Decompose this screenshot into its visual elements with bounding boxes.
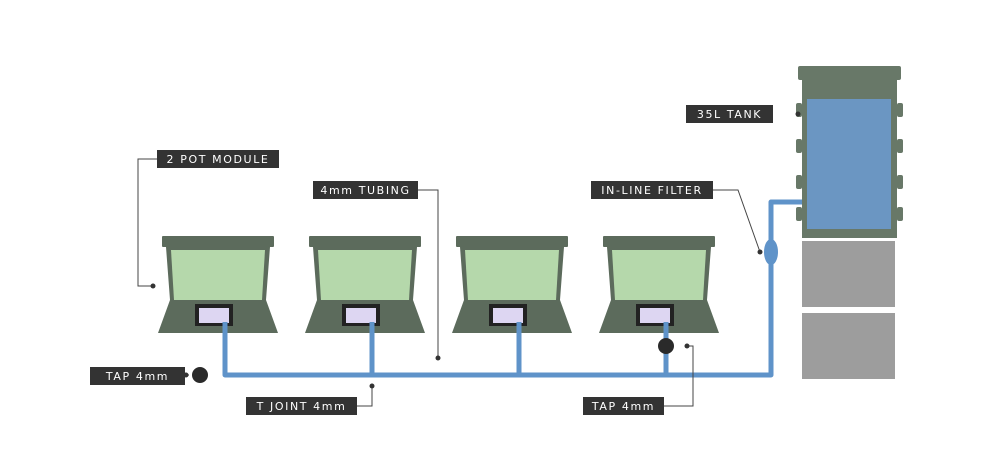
- label-tank: 35L TANK: [686, 105, 773, 123]
- tank-stand-upper: [802, 241, 895, 307]
- tap-right: [658, 338, 674, 354]
- svg-text:35L TANK: 35L TANK: [697, 108, 762, 121]
- svg-text:4mm TUBING: 4mm TUBING: [320, 184, 410, 197]
- label-inline-filter: IN-LINE FILTER: [591, 181, 713, 199]
- tank: [796, 66, 903, 238]
- tank-water: [807, 99, 891, 229]
- svg-text:T JOINT 4mm: T JOINT 4mm: [256, 400, 347, 413]
- pot-module-3: [452, 236, 572, 333]
- svg-text:2 POT MODULE: 2 POT MODULE: [167, 153, 270, 166]
- label-2-pot-module: 2 POT MODULE: [157, 150, 279, 168]
- pot-module-4: [599, 236, 719, 333]
- tank-stand-lower: [802, 313, 895, 379]
- pot-module-2: [305, 236, 425, 333]
- leader-lines: [137, 158, 761, 407]
- svg-text:IN-LINE FILTER: IN-LINE FILTER: [601, 184, 702, 197]
- svg-text:TAP 4mm: TAP 4mm: [105, 370, 169, 383]
- label-t-joint: T JOINT 4mm: [246, 397, 357, 415]
- label-tap-left: TAP 4mm: [90, 367, 185, 385]
- leader-dots: [150, 111, 801, 389]
- inline-filter: [764, 239, 778, 265]
- label-tap-right: TAP 4mm: [583, 397, 664, 415]
- tap-left: [192, 367, 208, 383]
- svg-text:TAP 4mm: TAP 4mm: [591, 400, 655, 413]
- pot-module-1: [158, 236, 278, 333]
- label-4mm-tubing: 4mm TUBING: [313, 181, 418, 199]
